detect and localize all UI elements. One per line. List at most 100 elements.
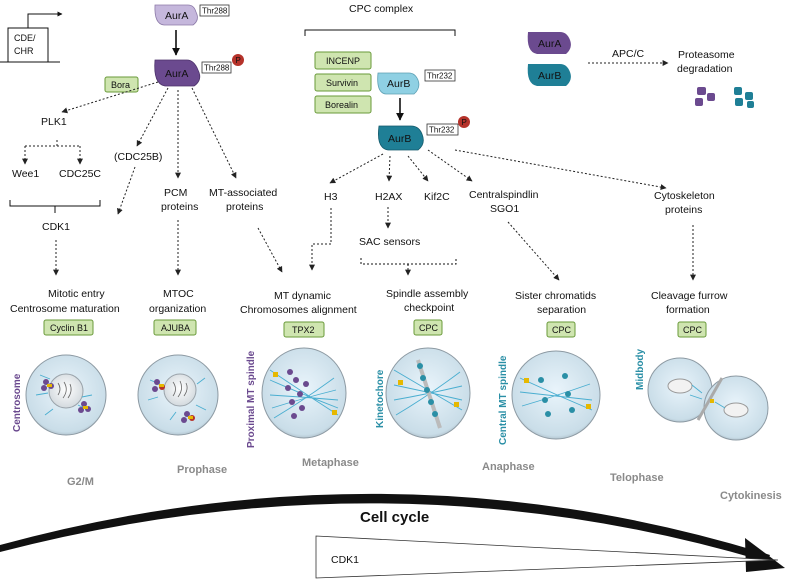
survivin-label: Survivin <box>326 78 358 88</box>
apc-degradation: AurA AurB APC/C Proteasome degradation <box>527 32 754 108</box>
svg-text:CPC: CPC <box>683 325 703 335</box>
arrow-to-mt-assoc <box>191 87 237 179</box>
phospho-label: P <box>236 56 241 65</box>
pcm-label-1: PCM <box>164 187 187 199</box>
thr288-top-label: Thr288 <box>202 7 228 16</box>
process-mitotic-entry: Mitotic entry Centrosome maturation Cycl… <box>10 288 120 336</box>
arrow-to-cytoskeleton <box>454 149 667 190</box>
svg-text:MTOC: MTOC <box>163 288 194 300</box>
phase-g2m: G2/M <box>67 476 94 488</box>
cell-cycle-title: Cell cycle <box>360 509 429 526</box>
pcm-label-2: proteins <box>161 201 198 213</box>
aura-p-label: AurA <box>165 68 188 80</box>
plk1-label: PLK1 <box>41 116 67 128</box>
wee1-label: Wee1 <box>12 168 39 180</box>
kinetochore-side-label: Kinetochore <box>375 369 386 428</box>
cdc25c-label: CDC25C <box>59 168 101 180</box>
phase-anaphase: Anaphase <box>482 461 535 473</box>
centrosome-icon <box>41 379 54 391</box>
phospho-icon-aurb <box>458 116 470 128</box>
phase-metaphase: Metaphase <box>302 457 359 469</box>
cell-telophase <box>647 357 769 441</box>
phospho-icon <box>232 54 244 66</box>
phase-cytokinesis: Cytokinesis <box>720 490 782 502</box>
svg-text:CPC: CPC <box>552 325 572 335</box>
cell-kinetochore <box>385 347 471 439</box>
tpx2-label: TPX2 <box>292 325 315 335</box>
central-side-label: Central MT spindle <box>498 355 509 445</box>
svg-text:CPC: CPC <box>419 323 439 333</box>
process-mt-dynamic: MT dynamic Chromosomes alignment TPX2 <box>240 290 357 338</box>
aurb-inactive: AurB Thr232 <box>377 69 456 95</box>
borealin-label: Borealin <box>325 100 358 110</box>
svg-text:Chromosomes alignment: Chromosomes alignment <box>240 304 357 316</box>
incenp-label: INCENP <box>326 56 360 66</box>
process-sac: Spindle assembly checkpoint CPC <box>386 288 469 336</box>
aura-active: AurA Thr288 P <box>154 54 244 87</box>
cytoskeleton-label-2: proteins <box>665 204 702 216</box>
svg-text:checkpoint: checkpoint <box>404 302 454 314</box>
cell-anaphase <box>511 350 601 440</box>
cell-cycle-arc <box>0 493 770 562</box>
plk1-branch <box>24 140 81 163</box>
centrosome-side-label: Centrosome <box>12 373 23 432</box>
svg-text:Mitotic entry: Mitotic entry <box>48 288 105 300</box>
cpc-bracket <box>304 29 456 36</box>
cell-metaphase <box>261 347 347 439</box>
arrow-to-h3 <box>329 153 384 184</box>
sac-sensors-label: SAC sensors <box>359 236 420 248</box>
cdc25b-label: (CDC25B) <box>114 151 162 163</box>
aurb-top-label: AurB <box>387 78 410 90</box>
aurb-p-label: AurB <box>388 133 411 145</box>
mt-assoc-label-1: MT-associated <box>209 187 277 199</box>
svg-text:Sister chromatids: Sister chromatids <box>515 290 596 302</box>
h3-label: H3 <box>324 191 338 203</box>
svg-text:P: P <box>462 118 467 127</box>
proximal-side-label: Proximal MT spindle <box>246 350 257 448</box>
midbody-side-label: Midbody <box>635 348 646 390</box>
process-cleavage-furrow: Cleavage furrow formation CPC <box>651 290 728 338</box>
svg-text:Cleavage furrow: Cleavage furrow <box>651 290 728 302</box>
arrow-cdc25b-cdk1 <box>117 166 136 215</box>
proteasome-label-2: degradation <box>677 63 733 75</box>
cpc-complex-title: CPC complex <box>349 3 414 15</box>
svg-text:formation: formation <box>666 304 710 316</box>
arrow-sgo1-separation <box>507 221 560 281</box>
arrow-h3-dynamic <box>309 208 332 271</box>
aurb-active: AurB Thr232 P <box>378 116 470 151</box>
aura-top-label: AurA <box>165 10 188 22</box>
cdk1-wedge <box>315 535 779 579</box>
cytoskeleton-label-1: Cytoskeleton <box>654 190 715 202</box>
apc-aura-label: AurA <box>538 38 561 50</box>
svg-text:separation: separation <box>537 304 586 316</box>
svg-text:Centrosome maturation: Centrosome maturation <box>10 303 120 315</box>
apc-c-label: APC/C <box>612 48 645 60</box>
svg-text:Bora: Bora <box>111 80 130 90</box>
arrow-to-centralspindlin <box>427 149 473 182</box>
ajuba-label: AJUBA <box>161 323 190 333</box>
arrow-mt-assoc-dynamic <box>257 227 283 273</box>
arrow-to-cdc25b <box>136 87 169 147</box>
thr288-p-label: Thr288 <box>204 64 230 73</box>
cde-chr-promoter: CDE/ CHR <box>0 11 63 63</box>
svg-text:MT dynamic: MT dynamic <box>274 290 331 302</box>
sgo1-label: SGO1 <box>490 203 519 215</box>
process-sister-chromatids: Sister chromatids separation CPC <box>515 290 596 338</box>
apc-aurb-label: AurB <box>538 70 561 82</box>
cde-label: CDE/ <box>14 33 36 43</box>
arrow-to-h2ax <box>386 155 393 182</box>
arrow-to-kif2c <box>407 155 429 182</box>
degraded-fragments-icon <box>695 87 754 108</box>
h2ax-label: H2AX <box>375 191 402 203</box>
thr232-p-label: Thr232 <box>429 126 455 135</box>
bora-box: Bora <box>104 76 139 93</box>
cell-cycle-arrowhead <box>745 538 785 572</box>
cell-prophase <box>137 354 219 436</box>
thr232-top-label: Thr232 <box>427 72 453 81</box>
cyclinb1-label: Cyclin B1 <box>50 323 88 333</box>
cdk1-label: CDK1 <box>42 221 70 233</box>
svg-text:Spindle assembly: Spindle assembly <box>386 288 469 300</box>
mt-assoc-label-2: proteins <box>226 201 263 213</box>
phase-telophase: Telophase <box>610 472 664 484</box>
